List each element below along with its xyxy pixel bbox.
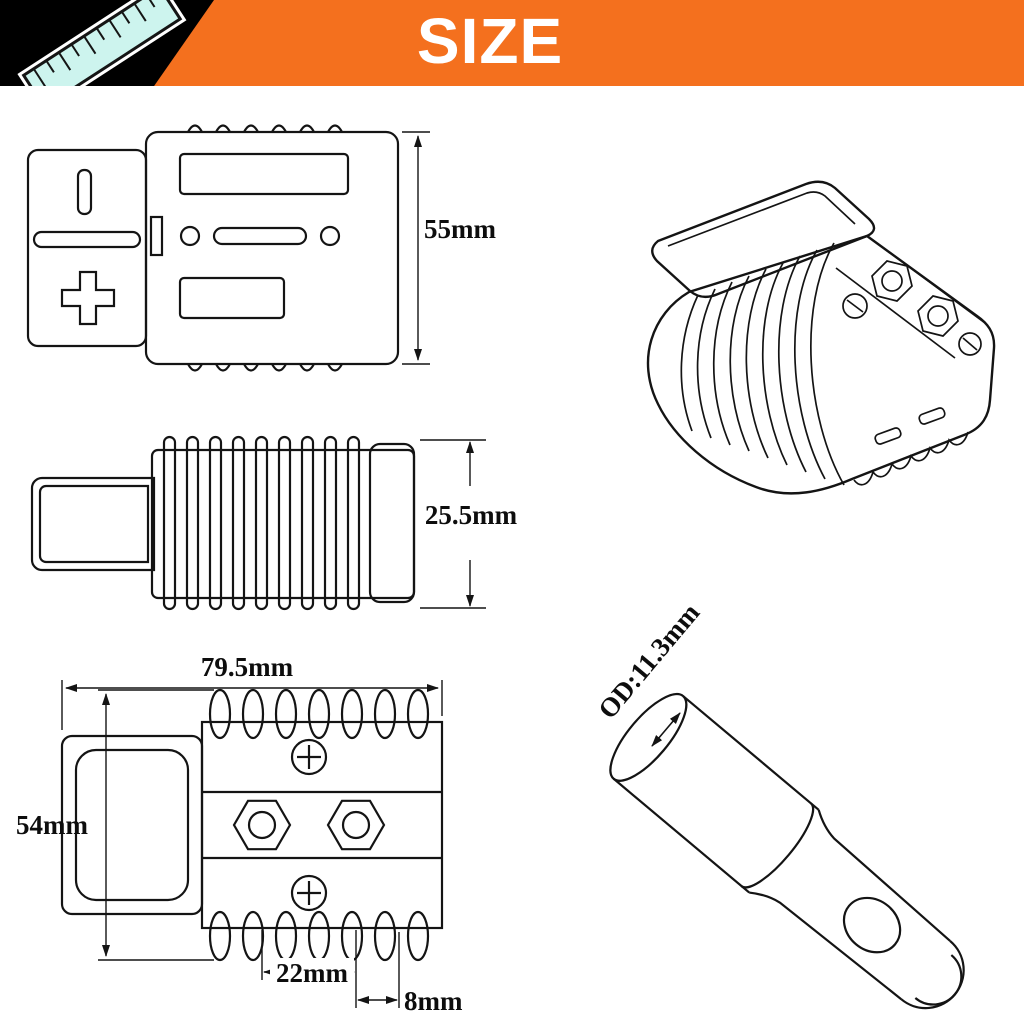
lug-tongue-tip xyxy=(900,940,965,1010)
left-pin-hole xyxy=(179,225,201,247)
diameter-arrow xyxy=(651,712,681,747)
lower-contact-slot xyxy=(178,276,286,320)
hex-bolt-left xyxy=(232,799,292,851)
latch-slot xyxy=(149,215,164,257)
center-pill-slot xyxy=(212,226,308,246)
lug-bolt-hole xyxy=(842,896,902,954)
upper-contact-slot xyxy=(178,152,350,196)
bolt-rail-upper xyxy=(869,237,986,324)
lug-body xyxy=(609,692,965,1010)
front-view-drawing xyxy=(26,124,430,372)
dimension-label-front-height: 55mm xyxy=(424,214,496,244)
cable-entry-inner xyxy=(38,484,150,564)
top-view: 79.5mm 54mm 22mm 8mm xyxy=(4,626,544,1024)
dimension-label-bolt-spacing: 22mm xyxy=(270,958,354,989)
side-body-outline xyxy=(150,448,416,600)
barrel-ribs xyxy=(680,242,845,486)
latch-lid xyxy=(651,180,876,299)
side-ribs xyxy=(162,435,361,611)
corner-decoration xyxy=(0,0,214,86)
plus-symbol xyxy=(60,270,116,326)
side-view-drawing xyxy=(30,435,486,611)
phillips-screw-bottom xyxy=(290,874,328,912)
front-face-slots xyxy=(874,407,946,445)
bottom-corrugation xyxy=(187,363,343,372)
bolt-rail-lower xyxy=(835,267,956,359)
iso-screw-left xyxy=(842,293,868,319)
housing-silhouette xyxy=(646,234,996,495)
dimension-label-side-thickness: 25.5mm xyxy=(424,500,518,530)
top-ribs-upper xyxy=(208,688,430,740)
cable-lug-view: OD:11.3mm xyxy=(592,598,1024,1022)
side-view: 25.5mm xyxy=(18,424,538,622)
top-clamp-inner xyxy=(74,748,190,902)
top-body-outline xyxy=(200,720,444,930)
page-title: SIZE xyxy=(416,5,564,77)
front-view: 55mm xyxy=(18,112,508,384)
isometric-drawing xyxy=(646,180,996,495)
dimension-label-top-depth: 54mm xyxy=(16,810,88,840)
hex-bolt-right xyxy=(326,799,386,851)
iso-hex-bolt-left xyxy=(871,260,913,302)
phillips-screw-top xyxy=(290,738,328,776)
minus-terminal-slot xyxy=(76,168,93,216)
ruler-icon xyxy=(17,0,187,86)
iso-hex-bolt-right xyxy=(917,295,959,337)
mating-edge-scallops xyxy=(853,431,969,486)
dimension-lines-side xyxy=(420,439,486,609)
header-banner: SIZE xyxy=(0,0,1024,86)
clamp-divider xyxy=(32,230,142,249)
housing-outline xyxy=(144,130,400,366)
side-end-cap xyxy=(368,442,416,604)
cable-lug-drawing xyxy=(609,692,965,1010)
lug-collar xyxy=(740,802,815,889)
dimension-label-top-width: 79.5mm xyxy=(200,652,294,682)
top-corrugation xyxy=(187,124,343,133)
cable-entry-block xyxy=(30,476,156,572)
lid-inner-line xyxy=(667,191,856,247)
iso-screw-right xyxy=(958,332,982,356)
isometric-view xyxy=(540,138,1024,568)
dimension-label-bolt-edge-offset: 8mm xyxy=(404,986,463,1016)
top-view-drawing xyxy=(60,680,444,1008)
right-pin-hole xyxy=(319,225,341,247)
dimension-lines-front xyxy=(402,131,430,365)
top-ribs-lower xyxy=(208,910,430,962)
